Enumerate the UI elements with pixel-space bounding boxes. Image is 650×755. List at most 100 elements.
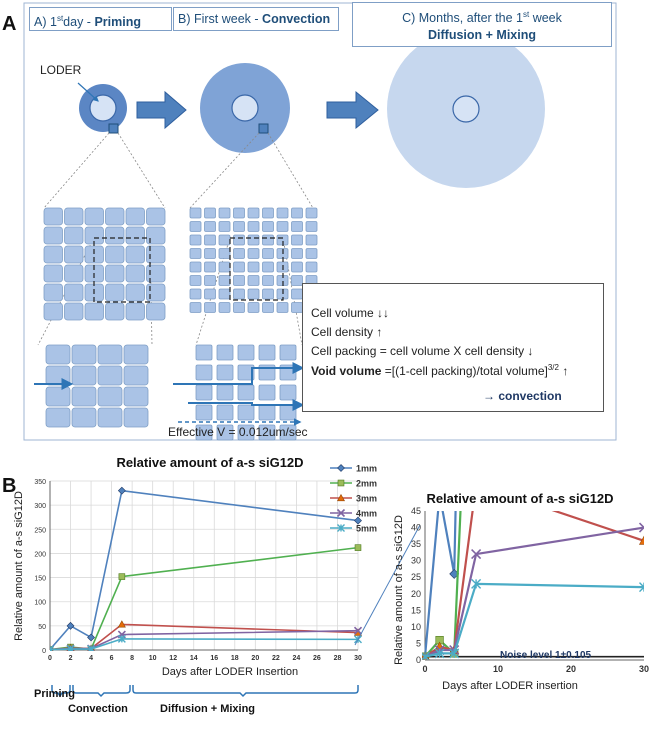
bracket-convection (72, 685, 131, 698)
cell (233, 207, 245, 219)
cell (258, 404, 276, 421)
cell (43, 245, 63, 264)
cell (123, 386, 149, 407)
cell (291, 248, 303, 259)
cell (43, 226, 63, 245)
cell (204, 221, 216, 232)
data-point (66, 621, 75, 630)
legend-label-1mm: 1mm (356, 464, 377, 474)
cell (262, 234, 274, 246)
cell (262, 275, 274, 286)
phase-brackets: Priming Convection Diffusion + Mixing (34, 685, 359, 715)
x-tick-label: 16 (210, 655, 218, 662)
data-point (117, 486, 126, 495)
data-point (449, 648, 460, 659)
legend-label-5mm: 5mm (356, 524, 377, 534)
data-point (117, 634, 126, 643)
data-point (471, 548, 482, 560)
loder-pointer-arrow (77, 82, 99, 102)
y-tick-label: 250 (34, 527, 46, 534)
y-tick-label: 200 (34, 551, 46, 558)
cell (45, 344, 71, 365)
cell (146, 283, 166, 302)
cell (146, 264, 166, 283)
legend-label-2mm: 2mm (356, 479, 377, 489)
cell (291, 221, 303, 232)
cell (189, 234, 202, 246)
main-chart-title: Relative amount of a-s siG12D (116, 455, 303, 470)
cell (43, 264, 63, 283)
cell (146, 207, 166, 226)
loder-stage-convection (200, 63, 290, 153)
cell-zoom-convection (195, 344, 297, 441)
cell (189, 302, 202, 313)
cell (218, 288, 231, 300)
cell (125, 226, 145, 245)
effective-velocity-label: Effective V = 0.012um/sec (168, 425, 308, 439)
cell (43, 302, 63, 321)
cell (279, 404, 297, 421)
zoom-chart-x-label: Days after LODER insertion (442, 680, 578, 692)
phase-diffusion-label: Diffusion + Mixing (160, 703, 255, 715)
info-cell-volume: Cell volume ↓↓ (311, 306, 390, 320)
cell (64, 245, 84, 264)
cell (258, 344, 276, 361)
zoom-chart: Relative amount of a-s siG12D Relative a… (393, 491, 649, 692)
cell (218, 275, 231, 286)
cell (276, 207, 289, 219)
cell (195, 344, 213, 361)
data-point (434, 648, 445, 659)
data-point (422, 651, 430, 660)
x-tick-label: 2 (69, 655, 73, 662)
cell (216, 424, 234, 441)
data-point (638, 535, 644, 545)
cell (218, 261, 231, 273)
cell (97, 386, 123, 407)
stage-label-diffusion: C) Months, after the 1st week Diffusion … (352, 2, 612, 47)
cell (262, 288, 274, 300)
cell (195, 424, 213, 441)
legend-label-4mm: 4mm (356, 509, 377, 519)
data-point (471, 578, 482, 589)
x-tick-label: 30 (639, 664, 649, 674)
x-tick-label: 0 (422, 664, 427, 674)
cell (305, 261, 318, 273)
cell (189, 275, 202, 286)
cell-grid-priming (43, 207, 166, 321)
cell (45, 407, 71, 428)
cell (237, 424, 255, 441)
x-tick-label: 4 (89, 655, 93, 662)
stage-label-priming: A) 1stday - Priming (29, 7, 172, 31)
mechanism-info-box: Cell volume ↓↓ Cell density ↑ Cell packi… (302, 283, 604, 412)
cell (125, 245, 145, 264)
data-point (87, 633, 95, 642)
cell (258, 424, 276, 441)
cell (262, 207, 274, 219)
x-tick-label: 28 (334, 655, 342, 662)
cell (84, 207, 104, 226)
y-tick-label: 25 (411, 572, 421, 582)
cell-zoom-priming (45, 344, 149, 428)
x-tick-label: 10 (493, 664, 503, 674)
panel-b-letter: B (2, 475, 16, 497)
panel-a-letter: A (2, 13, 16, 35)
cell (97, 344, 123, 365)
cell (247, 275, 260, 286)
cell (291, 234, 303, 246)
y-tick-label: 0 (416, 655, 421, 665)
cell (64, 283, 84, 302)
cell (189, 261, 202, 273)
cell (305, 248, 318, 259)
cell (64, 302, 84, 321)
x-tick-label: 24 (293, 655, 301, 662)
cell (291, 288, 303, 300)
cell (279, 384, 297, 401)
y-tick-label: 30 (411, 556, 421, 566)
cell (45, 365, 71, 386)
cell (105, 283, 125, 302)
main-chart: Relative amount of a-s siG12D Relative a… (13, 455, 377, 678)
main-chart-grid (49, 480, 359, 651)
